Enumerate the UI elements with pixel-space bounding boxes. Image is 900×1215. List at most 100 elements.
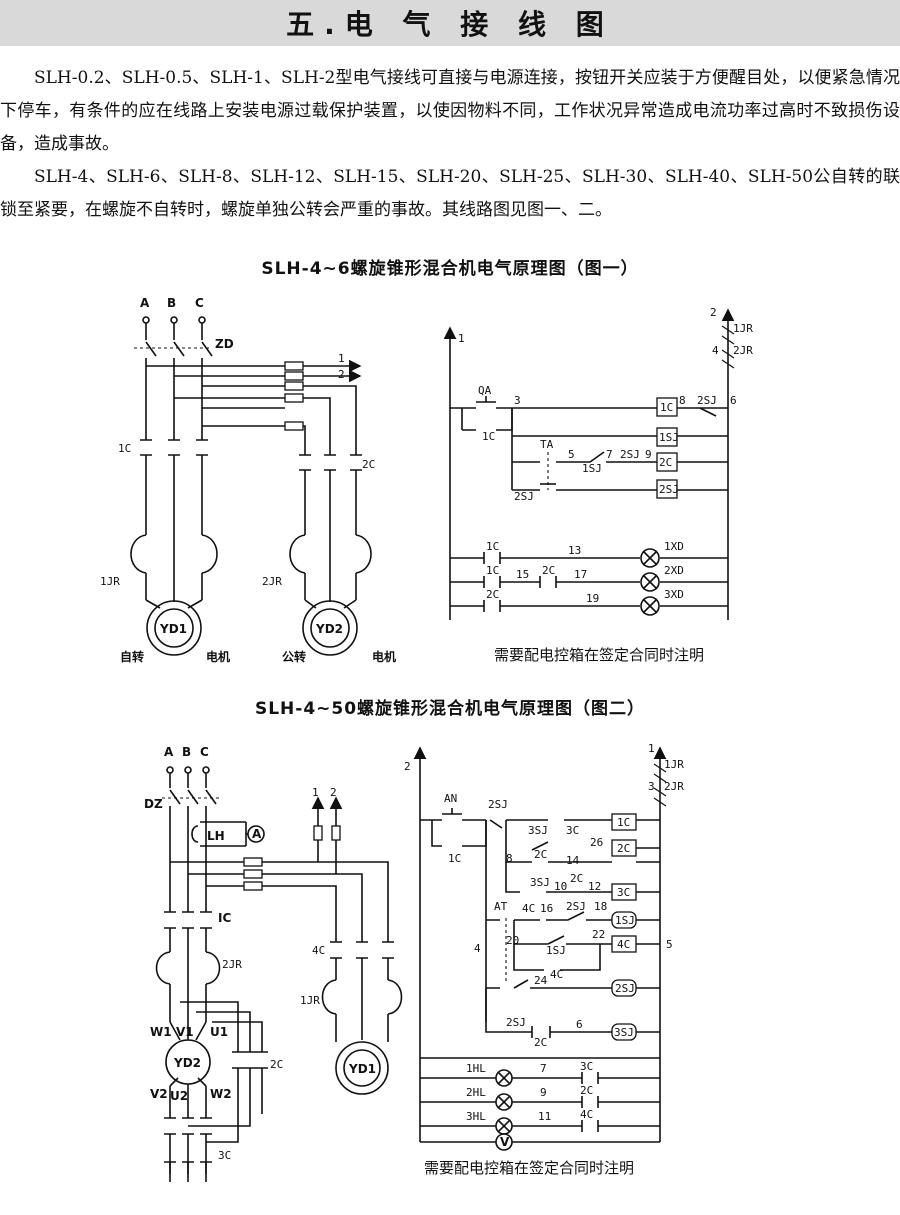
fig2-ctrl-hl3: 3HL xyxy=(466,1110,486,1123)
fig1-ctrl-2sj-c: 2SJ xyxy=(514,490,534,503)
fig2-ctrl-n14: 14 xyxy=(566,854,580,867)
fig2-ctrl-k3sj: 3SJ xyxy=(614,1026,634,1039)
fig1-motor1-label: YD1 xyxy=(159,622,187,636)
fig2-ctrl-3c: 3C xyxy=(566,824,579,837)
fig2-v1: V1 xyxy=(176,1025,194,1039)
fig1-ctrl-jr-b: 2JR xyxy=(733,344,753,357)
fig2-ctrl-n4: 4 xyxy=(474,942,481,955)
fig1-note: 需要配电控箱在签定合同时注明 xyxy=(494,646,704,664)
fig1-ctrl-2sj-b: 2SJ xyxy=(620,448,640,461)
fig2-ctrl-at: AT xyxy=(494,900,508,913)
fig2-ctrl-4c-c: 4C xyxy=(580,1108,593,1121)
fig2-ctrl-volt: V xyxy=(500,1135,510,1149)
fig2-control-circuit: 2 1 1JR 3 2JR AN 2SJ 1C 3SJ 3C 26 1C 8 2… xyxy=(404,742,684,1177)
fig2-ctrl-n24: 24 xyxy=(534,974,548,987)
fig2-ctrl-k2c: 2C xyxy=(617,842,630,855)
fig1-lamp-2xd xyxy=(640,572,660,592)
fig1-ctrl-r2c1: 1C xyxy=(486,564,499,577)
fig1-lamp-1xd xyxy=(640,548,660,568)
fig1-ctrl-k1sj: 1SJ xyxy=(659,431,679,444)
fig1-control-circuit: 1 2 1JR 4 2JR QA 3 1C 8 2SJ 6 1C 1SJ TA … xyxy=(443,306,753,664)
figure1-title: SLH-4~6螺旋锥形混合机电气原理图（图一） xyxy=(261,259,639,279)
fig1-caption-left-a: 自转 xyxy=(120,649,144,664)
fig1-power-circuit: A B C ZD 1 2 1C 2C 1JR xyxy=(100,296,396,664)
fig2-ctrl-c1: 1C xyxy=(448,852,461,865)
fig2-u1: U1 xyxy=(210,1025,228,1039)
fig2-3c-label: 3C xyxy=(218,1149,231,1162)
fig2-dz-label: DZ xyxy=(144,797,163,811)
fig2-ctrl-n22: 22 xyxy=(592,928,605,941)
fig1-motor1-outline xyxy=(146,600,202,656)
fig1-caption-right-b: 电机 xyxy=(372,649,396,664)
fig2-2jr-label: 2JR xyxy=(222,958,242,971)
fig1-ctrl-n17: 17 xyxy=(574,568,587,581)
fig1-out-2: 2 xyxy=(338,368,345,381)
fig1-ctrl-n8: 8 xyxy=(679,394,686,407)
fig2-lh-label: LH xyxy=(207,829,225,843)
fig2-out-2: 2 xyxy=(330,786,337,799)
fig1-ctrl-ta: TA xyxy=(540,438,554,451)
fig2-2c-label: 2C xyxy=(270,1058,283,1071)
fig1-ctrl-c1: 1C xyxy=(482,430,495,443)
fig2-ctrl-4c: 4C xyxy=(522,902,535,915)
fig1-ctrl-xd3: 3XD xyxy=(664,588,684,601)
fig1-ctrl-1sj: 1SJ xyxy=(582,462,602,475)
fig2-ctrl-4c-b: 4C xyxy=(550,968,563,981)
fig2-ammeter-label: A xyxy=(252,827,262,841)
fig2-ctrl-n26: 26 xyxy=(590,836,603,849)
fig1-ctrl-qa: QA xyxy=(478,384,492,397)
fig1-ctrl-n15: 15 xyxy=(516,568,529,581)
fig2-phase-a: A xyxy=(164,745,174,759)
fig2-motor1-label: YD1 xyxy=(348,1062,376,1076)
fig2-u2: U2 xyxy=(170,1089,188,1103)
fig1-1jr-label: 1JR xyxy=(100,575,120,588)
fig1-ctrl-xd2: 2XD xyxy=(664,564,684,577)
fig1-motor2-label: YD2 xyxy=(315,622,343,636)
fig2-ctrl-3sj-b: 3SJ xyxy=(530,876,550,889)
fig1-ctrl-k1c: 1C xyxy=(660,401,673,414)
fig1-caption-left-b: 电机 xyxy=(206,649,230,664)
fig1-caption-right-a: 公转 xyxy=(282,649,306,664)
fig1-ctrl-n13: 13 xyxy=(568,544,581,557)
fig2-phase-b: B xyxy=(182,745,191,759)
fig2-ctrl-jr-b: 2JR xyxy=(664,780,684,793)
fig2-ctrl-hl1: 1HL xyxy=(466,1062,486,1075)
fig2-note: 需要配电控箱在签定合同时注明 xyxy=(424,1159,634,1177)
fig1-ctrl-n2: 2 xyxy=(710,306,717,319)
intro-paragraph-2: SLH-4、SLH-6、SLH-8、SLH-12、SLH-15、SLH-20、S… xyxy=(0,167,900,220)
fig2-motor-dual-label: YD2 xyxy=(173,1056,201,1070)
fig1-ctrl-k2sj: 2SJ xyxy=(659,483,679,496)
fig2-ctrl-2c-d: 2C xyxy=(580,1084,593,1097)
fig2-power-circuit: A B C DZ LH A 1 2 IC 4C xyxy=(144,745,403,1182)
fig2-ctrl-n16: 16 xyxy=(540,902,553,915)
fig2-ctrl-2sj: 2SJ xyxy=(488,798,508,811)
figure2-diagram: A B C DZ LH A 1 2 IC 4C xyxy=(144,742,684,1182)
fig1-phase-a: A xyxy=(140,296,150,310)
fig2-ctrl-n8: 8 xyxy=(506,852,513,865)
figure2-title: SLH-4~50螺旋锥形混合机电气原理图（图二） xyxy=(254,699,646,719)
fig2-ic-label: IC xyxy=(218,911,231,925)
fig1-lamp-3xd xyxy=(640,596,660,616)
fig2-ctrl-n12: 12 xyxy=(588,880,601,893)
fig2-ctrl-k4c: 4C xyxy=(617,938,630,951)
fig2-ctrl-2c-c: 2C xyxy=(534,1036,547,1049)
fig2-w2: W2 xyxy=(210,1087,232,1101)
figure1-diagram: A B C ZD 1 2 1C 2C 1JR xyxy=(100,296,753,664)
fig2-ctrl-k2sj: 2SJ xyxy=(615,982,635,995)
fig2-v2: V2 xyxy=(150,1087,168,1101)
fig2-ctrl-k1sj: 1SJ xyxy=(615,914,635,927)
fig2-ctrl-2c-b: 2C xyxy=(570,872,583,885)
fig1-ctrl-n1: 1 xyxy=(458,332,465,345)
fig2-ctrl-c2: 2C xyxy=(534,848,547,861)
fig1-ctrl-n4: 4 xyxy=(712,344,719,357)
fig2-ctrl-n7: 7 xyxy=(540,1062,547,1075)
fig1-ctrl-xd1: 1XD xyxy=(664,540,684,553)
fig2-ctrl-3sj: 3SJ xyxy=(528,824,548,837)
fig2-ctrl-n10: 10 xyxy=(554,880,567,893)
fig2-lamp-1hl xyxy=(495,1069,513,1087)
fig1-ctrl-r3c: 2C xyxy=(486,588,499,601)
fig2-ctrl-2sj-b: 2SJ xyxy=(566,900,586,913)
fig1-phase-b: B xyxy=(167,296,176,310)
fig2-ctrl-n1: 1 xyxy=(648,742,655,755)
section-title: 五.电 气 接 线 图 xyxy=(286,8,614,41)
